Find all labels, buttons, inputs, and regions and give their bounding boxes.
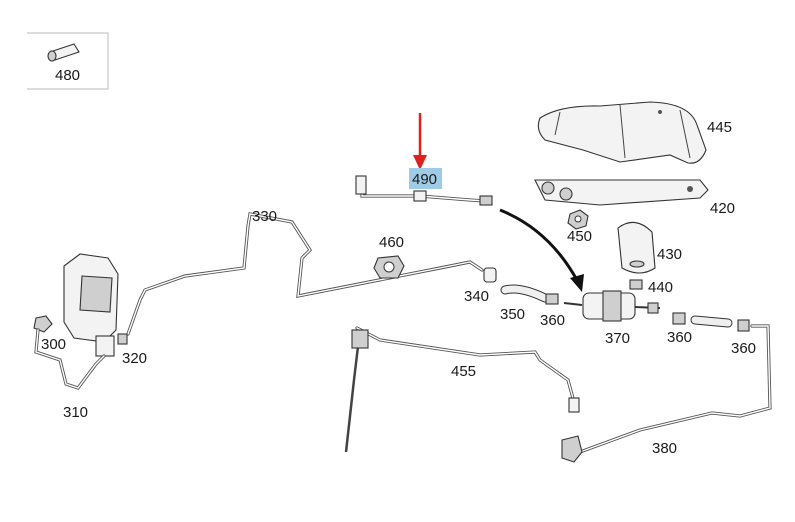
part-360-clamp-c: [737, 319, 750, 332]
callout-460[interactable]: 460: [379, 234, 404, 251]
callout-330[interactable]: 330: [252, 208, 277, 225]
part-330-fuel-line: [126, 212, 484, 336]
red-pointer-arrow: [413, 113, 427, 170]
inset-box-480: [27, 32, 109, 90]
part-490-wire-harness: [355, 175, 493, 206]
callout-320[interactable]: 320: [122, 350, 147, 367]
callout-360-b[interactable]: 360: [667, 329, 692, 346]
callout-340[interactable]: 340: [464, 288, 489, 305]
callout-310[interactable]: 310: [63, 404, 88, 421]
part-420-bracket: [534, 179, 709, 206]
part-440-clip: [629, 279, 643, 290]
callout-300[interactable]: 300: [41, 336, 66, 353]
part-340-sleeve: [483, 267, 497, 283]
part-370-fuel-pump: [563, 290, 661, 322]
part-350-hose: [500, 284, 550, 303]
part-360-clamp-a: [545, 293, 559, 305]
part-360-clamp-b: [672, 312, 686, 325]
part-460-damper: [373, 255, 405, 279]
part-450-nut: [567, 209, 589, 230]
part-480-sleeve: [47, 43, 80, 62]
part-380-fuel-line: [561, 324, 772, 463]
callout-440[interactable]: 440: [648, 279, 673, 296]
part-430-mount: [617, 221, 656, 274]
callout-420[interactable]: 420: [710, 200, 735, 217]
callout-480[interactable]: 480: [55, 67, 80, 84]
part-310-fuel-line: [34, 328, 106, 390]
callout-360-c[interactable]: 360: [731, 340, 756, 357]
callout-350[interactable]: 350: [500, 306, 525, 323]
callout-360-a[interactable]: 360: [540, 312, 565, 329]
callout-370[interactable]: 370: [605, 330, 630, 347]
part-320-sleeve: [117, 333, 128, 345]
callout-445[interactable]: 445: [707, 119, 732, 136]
callout-490[interactable]: 490: [412, 171, 437, 188]
location-arrow: [499, 208, 584, 292]
selected-part-highlight: [409, 168, 442, 189]
callout-455[interactable]: 455: [451, 363, 476, 380]
callout-430[interactable]: 430: [657, 246, 682, 263]
callout-450[interactable]: 450: [567, 228, 592, 245]
part-300-heater: [33, 253, 119, 357]
part-455-fuel-line: [344, 326, 580, 453]
part-445-cover: [537, 101, 707, 164]
callout-380[interactable]: 380: [652, 440, 677, 457]
hose-segment: [690, 315, 733, 328]
